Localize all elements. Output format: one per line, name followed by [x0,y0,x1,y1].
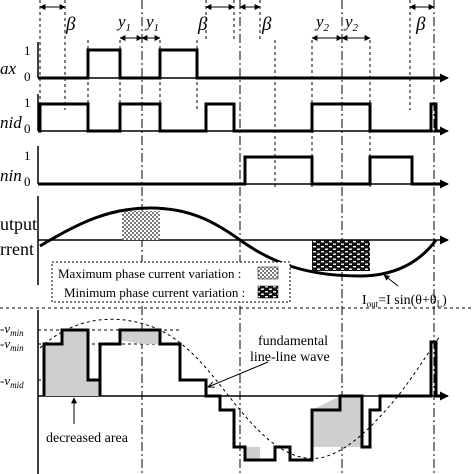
vmax-pulse-train [38,48,440,80]
vmid-tick-1: 1 [24,95,31,110]
fundamental-wave [39,318,441,459]
neg-vmax-label: -vmin [0,336,24,353]
output-label-line1: utput [0,214,37,234]
vmin-pulse-train [38,155,440,186]
vmax-row: ax 1 0 [0,42,449,84]
decreased-area-right-2 [312,396,362,447]
line-line-voltage-waveform [42,328,440,462]
neg-vmid-label: -vmid [0,373,24,390]
min-current-variation-area [312,240,370,271]
vmax-label: ax [0,59,17,78]
fundamental-label-2: line-line wave [250,350,330,365]
vmid-pulse-train [38,102,440,133]
y-labels: y1 y1 y2 y2 [116,12,359,34]
vmax-tick-1: 1 [24,43,31,58]
y2-label-b: y2 [343,12,359,34]
vmin-tick-1: 1 [24,148,31,163]
legend-min-text: Minimum phase current variation : [64,285,245,300]
vmax-tick-0: 0 [24,69,31,84]
neg-vmin-label: -vmin [0,321,24,338]
vmid-row: nid 1 0 [0,94,449,136]
output-label-line2: rrent [0,239,34,259]
vmin-row: nin 1 0 [0,146,449,189]
beta-label-4: β [415,14,426,35]
top-dimension-arrows [39,4,435,41]
line-line-voltage-row: -vmin -vmin -vmid fundamental line-line … [0,310,449,474]
iout-formula: Iout=I sin(θ+θL) [362,293,447,309]
beta-label-1: β [65,14,76,35]
legend-max-swatch [257,266,279,280]
beta-labels: β β β β [65,14,426,35]
vmid-label: nid [0,113,22,132]
legend-box [51,261,291,303]
legend-max-text: Maximum phase current variation : [58,266,241,281]
output-current-row: utput rrent Maximum phase current variat… [0,196,449,309]
beta-label-2: β [197,14,208,35]
beta-label-3: β [261,14,272,35]
max-current-variation-area [122,211,160,240]
y1-label-b: y1 [144,12,159,34]
decreased-area-left [44,330,100,396]
vmin-label: nin [0,166,22,185]
decreased-area-right-1 [245,447,260,460]
y1-label-a: y1 [116,12,131,34]
decreased-area-mid [120,330,160,344]
fundamental-label-1: fundamental [258,334,328,349]
vmin-tick-0: 0 [24,174,31,189]
y2-label-a: y2 [314,12,330,34]
legend-min-swatch [257,285,279,299]
output-current-sine [39,206,438,278]
vmid-tick-0: 0 [24,121,31,136]
decreased-area-label: decreased area [46,431,129,446]
